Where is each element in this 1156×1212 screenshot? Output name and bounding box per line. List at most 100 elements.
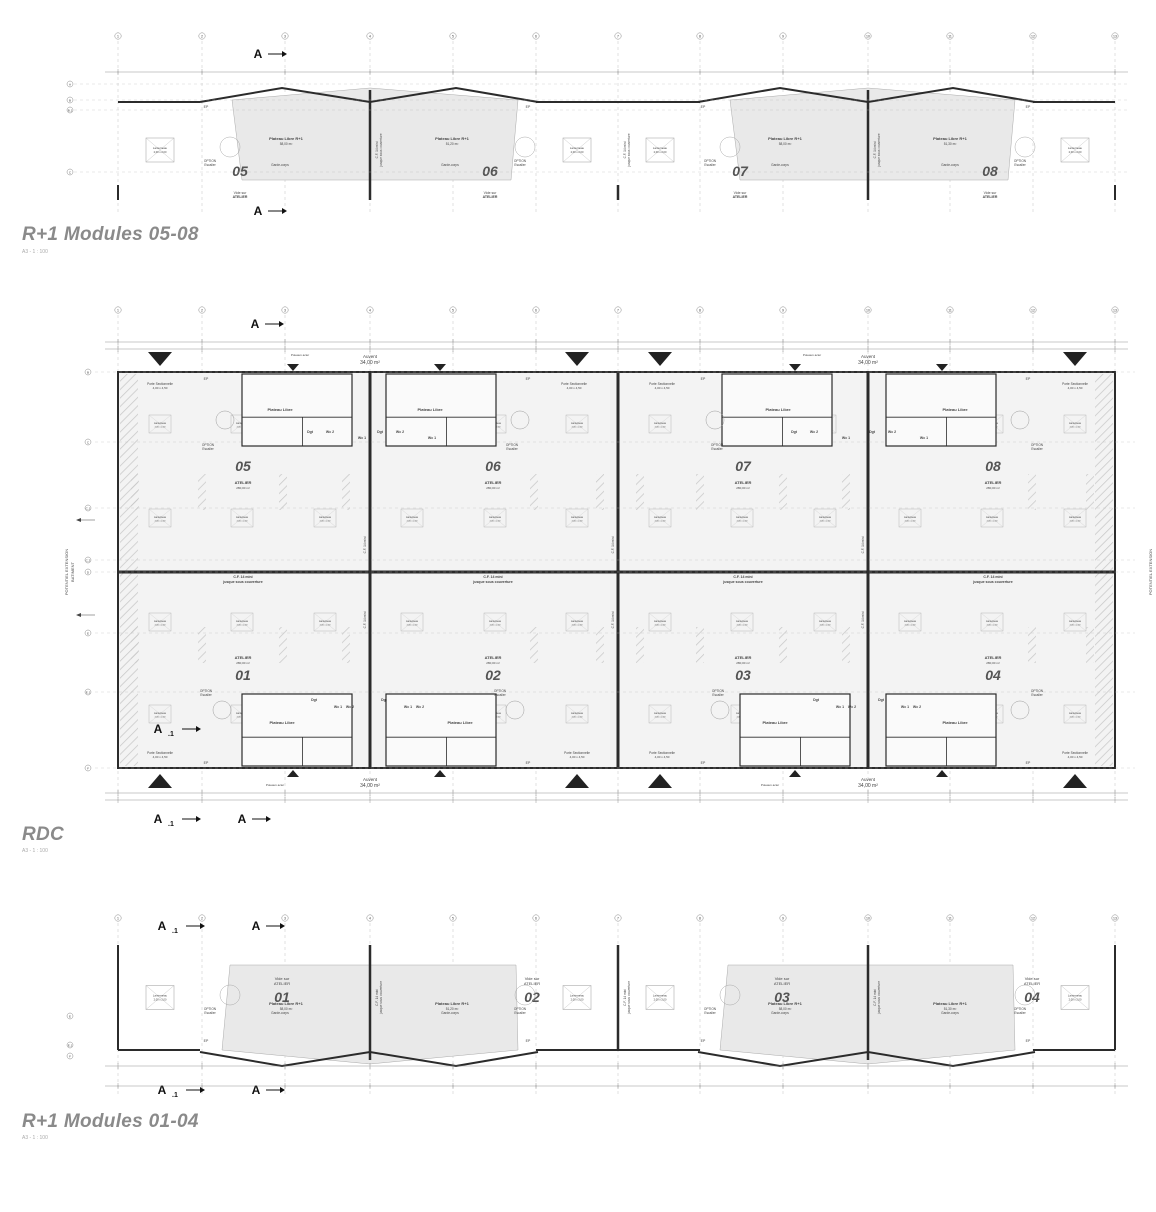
r1-top-plateau-area: 58,00 m² — [779, 142, 792, 146]
rdc-auvent-area: 34,00 m² — [360, 360, 380, 366]
rdc-ep-label: EP — [204, 761, 209, 765]
rdc-escalier-label: Escalier — [494, 693, 506, 697]
r1-bottom-ep-label: EP — [701, 1039, 706, 1043]
r1-top-lanterneau — [1060, 137, 1090, 163]
r1-top-plateau-label: Plateau Libre R+1 — [435, 136, 469, 141]
grid-label-11: 11 — [948, 35, 952, 39]
rdc-door-arrow-north — [565, 352, 589, 366]
rdc-option-label: OPTION — [506, 443, 519, 447]
r1-bottom-void-label: Vide sur — [275, 976, 290, 981]
rdc-lanterneau-dim: 2,00 x 2,00 — [572, 521, 584, 523]
rdc-entry-arrow-south — [287, 770, 299, 777]
rdc-door-arrow-south — [648, 774, 672, 788]
grid-bubble — [779, 306, 787, 314]
rdc-porte-dim: 4,00 x 4,50 — [153, 386, 168, 390]
grid-bubble — [532, 914, 540, 922]
lanterneau-label: Lanterneau — [1068, 146, 1083, 150]
r1-bottom-void-label: Vide sur — [775, 976, 790, 981]
rdc-cf-vlabel: C.F. 14 mini — [611, 611, 615, 628]
rdc-wc2-label: Wc 2 — [346, 705, 354, 709]
grid-bubble — [1029, 306, 1037, 314]
r1-top-plateau-label: Plateau Libre R+1 — [768, 136, 802, 141]
grid-label-5: 5 — [452, 917, 454, 921]
lanterneau-diag — [645, 137, 675, 163]
rdc-stair-symbol — [710, 700, 730, 720]
grid-bubble — [449, 914, 457, 922]
rdc-wc1-label: Wc 1 — [334, 705, 342, 709]
lanterneau-diag — [645, 985, 675, 1010]
rdc-lanterneau — [148, 704, 172, 724]
row-bubble — [84, 568, 92, 576]
lanterneau-dim: 2,00 x 2,00 — [654, 998, 667, 1002]
r1-bottom-option-label: OPTION — [514, 1007, 527, 1011]
r1-top-cf-label: C.F. 14 mini — [873, 141, 877, 158]
rdc-wc2-label: Wc 2 — [396, 430, 404, 434]
section-arrow-head — [280, 1087, 285, 1093]
section-letter: A — [158, 919, 167, 933]
r1-top-plateau-label: Plateau Libre R+1 — [269, 136, 303, 141]
r1-top-plateau-floor — [729, 87, 1016, 181]
rdc-lanterneau-dim: 2,00 x 2,00 — [155, 717, 167, 719]
rdc-atelier-area: 280,00 m² — [236, 486, 250, 490]
r1-top-module-number-08: 08 — [982, 163, 998, 179]
grid-label-3: 3 — [284, 35, 286, 39]
r1-bottom-module-number-01: 01 — [274, 989, 290, 1005]
rdc-lanterneau — [483, 508, 507, 528]
rdc-hatch-right — [1095, 374, 1113, 766]
rdc-poteaux-label: Poteaux acier — [803, 353, 821, 357]
rdc-stair-symbol — [510, 410, 530, 430]
rdc-porte-label: Porte Sectionnelle — [1062, 751, 1088, 755]
r1-bottom-ep-label: EP — [204, 1039, 209, 1043]
r1-top-escalier-label: Escalier — [1014, 163, 1026, 167]
grid-label-10: 10 — [866, 35, 870, 39]
r1-top-ep-label: EP — [1026, 105, 1031, 109]
rdc-plateau-label: Plateau Libre — [447, 720, 473, 725]
grid-label-3: 3 — [284, 309, 286, 313]
rdc-ep-label: EP — [204, 377, 209, 381]
section-arrow-head — [266, 816, 271, 822]
rdc-ep-label: EP — [526, 761, 531, 765]
r1-top-stair-circle — [719, 136, 741, 158]
r1-top-module-number-05: 05 — [232, 163, 248, 179]
rdc-column-hatch — [530, 627, 538, 663]
lanterneau-label: Lanterneau — [1068, 994, 1083, 998]
r1-top-cf-label2: jusque sous couverture — [379, 133, 383, 167]
rdc-wc1-label: Wc 1 — [404, 705, 412, 709]
lanterneau-diag — [565, 508, 589, 528]
rdc-column-hatch — [842, 627, 850, 663]
rdc-lanterneau — [1063, 612, 1087, 632]
r1-top-cf-label2: jusque sous couverture — [627, 133, 631, 167]
rdc-option-label: OPTION — [711, 443, 724, 447]
lanterneau-diag — [565, 612, 589, 632]
r1-bottom-option-label: OPTION — [204, 1007, 217, 1011]
grid-bubble — [696, 32, 704, 40]
lanterneau-diag — [148, 508, 172, 528]
rdc-module-number-06: 06 — [485, 458, 501, 474]
grid-bubble — [1111, 32, 1119, 40]
rdc-cf-label2: jusque sous couverture — [722, 580, 763, 584]
r1-top-stair-circle — [219, 136, 241, 158]
row-bubble — [66, 96, 74, 104]
lanterneau-dim: 2,00 x 2,00 — [1069, 150, 1082, 154]
grid-label-12: 12 — [1031, 309, 1035, 313]
rdc-lanterneau-dim: 2,00 x 2,00 — [655, 717, 667, 719]
grid-label-5: 5 — [452, 309, 454, 313]
section-sub: .1 — [168, 821, 174, 828]
r1-bottom-escalier-label: Escalier — [704, 1011, 716, 1015]
rdc-module-number-02: 02 — [485, 667, 501, 683]
rdc-lanterneau-label: Lanterneau — [489, 620, 502, 623]
rdc-porte-dim: 4,00 x 4,50 — [655, 755, 670, 759]
lanterneau-diag — [1063, 704, 1087, 724]
grid-bubble — [198, 32, 206, 40]
rdc-escalier-label: Escalier — [202, 447, 214, 451]
row-bubble — [84, 556, 92, 564]
rdc-lanterneau-label: Lanterneau — [736, 620, 749, 623]
rdc-lanterneau-label: Lanterneau — [154, 422, 167, 425]
rdc-cf-vlabel: C.F. 14 mini — [861, 536, 865, 553]
rdc-lanterneau — [898, 612, 922, 632]
rdc-lanterneau-dim: 2,00 x 2,00 — [1070, 521, 1082, 523]
rdc-lanterneau — [230, 508, 254, 528]
rdc-porte-label: Porte Sectionnelle — [1062, 382, 1088, 386]
grid-bubble — [779, 914, 787, 922]
rdc-lanterneau — [230, 612, 254, 632]
